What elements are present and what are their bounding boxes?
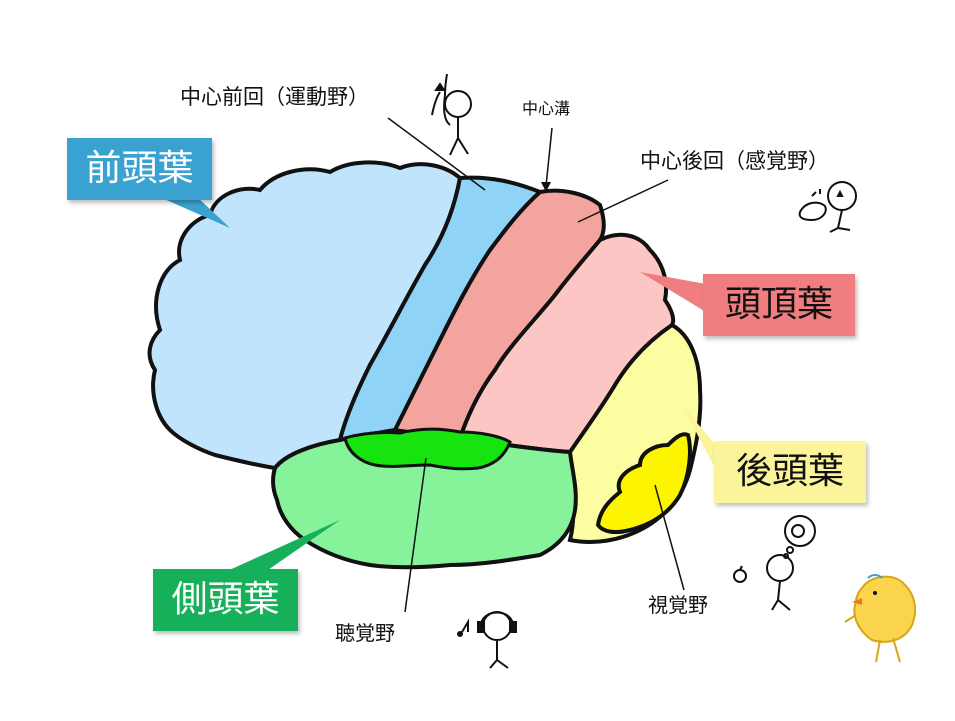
temporal-lobe-label: 側頭葉 (153, 569, 298, 631)
visual-cortex-region (595, 432, 692, 535)
auditory-cortex-region (343, 427, 512, 471)
moving-stick-figure-icon (431, 73, 472, 156)
auditory-cortex-label: 聴覚野 (335, 621, 395, 645)
chick-doodle-icon (844, 574, 917, 663)
visual-leader-line (654, 484, 685, 591)
touched-stick-figure-icon (798, 181, 857, 233)
occipital-callout-pointer (682, 405, 718, 474)
auditory-leader-line (404, 457, 427, 613)
precentral-gyrus-label: 中心前回（運動野） (180, 85, 369, 109)
parietal-callout-pointer (640, 272, 706, 312)
postcentral-leader-line (577, 179, 669, 223)
listening-stick-figure-icon (457, 611, 517, 669)
parietal-lobe-label: 頭頂葉 (703, 274, 855, 336)
temporal-callout-pointer (225, 520, 340, 572)
precentral-leader-line (387, 117, 486, 191)
occipital-lobe-label: 後頭葉 (714, 441, 866, 503)
frontal-callout-pointer (155, 195, 230, 228)
frontal-lobe-label: 前頭葉 (67, 138, 212, 200)
visual-cortex-label: 視覚野 (648, 593, 708, 617)
central-sulcus-arrowhead (541, 182, 551, 192)
central-sulcus-leader-line (545, 127, 553, 187)
seeing-stick-figure-icon (733, 515, 816, 611)
central-sulcus-label: 中心溝 (522, 99, 570, 118)
postcentral-gyrus-label: 中心後回（感覚野） (640, 149, 829, 173)
